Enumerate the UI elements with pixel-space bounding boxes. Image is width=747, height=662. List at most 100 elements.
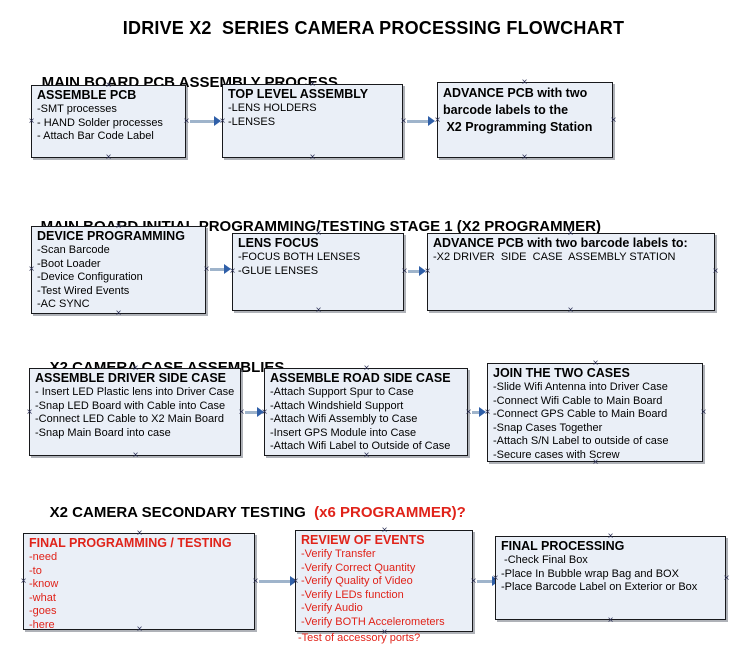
- box-header: ADVANCE PCB with two: [443, 86, 588, 100]
- box-item: -Connect LED Cable to X2 Main Board: [35, 413, 224, 426]
- box-lens-focus[interactable]: LENS FOCUS -FOCUS BOTH LENSES -GLUE LENS…: [232, 233, 404, 311]
- box-item: -Attach Windshield Support: [270, 399, 404, 412]
- box-item: -Verify Quality of Video: [301, 575, 413, 588]
- box-final-programming-testing[interactable]: FINAL PROGRAMMING / TESTING -need -to -k…: [23, 533, 255, 630]
- connector-arrow-4: [408, 270, 421, 273]
- arrowhead-icon: [428, 116, 435, 126]
- box-item: -Connect GPS Cable to Main Board: [493, 408, 668, 421]
- connection-point: [483, 408, 492, 417]
- box-header: FINAL PROGRAMMING / TESTING: [29, 536, 232, 550]
- box-header-line2: barcode labels to the: [443, 103, 569, 117]
- connection-point: [566, 306, 575, 315]
- connection-point: [609, 116, 618, 125]
- section-heading-4-red-text: (x6 PROGRAMMER)?: [309, 504, 466, 521]
- box-item: -Verify BOTH Accelerometers: [301, 615, 445, 628]
- box-item: -Snap LED Board with Cable into Case: [35, 399, 226, 412]
- box-item: -GLUE LENSES: [238, 264, 319, 277]
- box-header: FINAL PROCESSING: [501, 539, 625, 553]
- connection-point: [131, 451, 140, 460]
- connection-point: [362, 364, 371, 373]
- box-item: -Slide Wifi Antenna into Driver Case: [493, 381, 668, 393]
- connection-point: [591, 359, 600, 368]
- connection-point: [308, 80, 317, 89]
- box-header: LENS FOCUS: [238, 236, 319, 250]
- connection-point: [566, 229, 575, 238]
- box-item: -SMT processes: [37, 103, 117, 115]
- connection-point: [114, 309, 123, 318]
- box-item: -Device Configuration: [37, 271, 143, 284]
- box-item: -Scan Barcode: [37, 244, 110, 256]
- connection-point: [520, 153, 529, 162]
- box-item: -Snap Cases Together: [493, 421, 603, 434]
- connector-arrow-8: [477, 580, 494, 583]
- box-item: -Verify Audio: [301, 602, 363, 615]
- box-item: -what: [29, 591, 56, 604]
- box-item: -know: [29, 578, 59, 591]
- box-item: -Connect Wifi Cable to Main Board: [493, 394, 663, 407]
- box-item: -X2 DRIVER SIDE CASE ASSEMBLY STATION: [433, 251, 676, 263]
- box-assemble-road-side-case[interactable]: ASSEMBLE ROAD SIDE CASE -Attach Support …: [264, 368, 468, 456]
- section-heading-4-text: X2 CAMERA SECONDARY TESTING: [49, 504, 310, 521]
- connection-point: [260, 408, 269, 417]
- connection-point: [228, 267, 237, 276]
- box-item: -to: [29, 564, 42, 577]
- box-review-of-events[interactable]: REVIEW OF EVENTS -Verify Transfer -Verif…: [295, 530, 473, 632]
- box-item: -Attach Wifi Assembly to Case: [270, 413, 418, 426]
- connection-point: [27, 117, 36, 126]
- box-join-the-two-cases[interactable]: JOIN THE TWO CASES -Slide Wifi Antenna i…: [487, 363, 703, 462]
- box-header: REVIEW OF EVENTS: [301, 533, 425, 547]
- connection-point: [491, 574, 500, 583]
- connection-point: [104, 153, 113, 162]
- connection-point: [433, 116, 442, 125]
- box-item: -Snap Main Board into case: [35, 426, 171, 439]
- box-item: -Attach S/N Label to outside of case: [493, 435, 669, 448]
- connection-point: [135, 529, 144, 538]
- connection-point: [606, 532, 615, 541]
- connection-point: [218, 117, 227, 126]
- box-header: ASSEMBLE ROAD SIDE CASE: [270, 371, 451, 385]
- box-item: -FOCUS BOTH LENSES: [238, 251, 361, 263]
- box-assemble-pcb[interactable]: ASSEMBLE PCB -SMT processes - HAND Solde…: [31, 85, 186, 158]
- section-heading-4: X2 CAMERA SECONDARY TESTING (x6 PROGRAMM…: [33, 487, 466, 538]
- connector-arrow-2: [407, 120, 430, 123]
- connection-point: [135, 625, 144, 634]
- box-item: -goes: [29, 605, 57, 618]
- connector-arrow-6: [472, 411, 482, 414]
- box-item: -LENSES: [228, 115, 276, 128]
- box-device-programming[interactable]: DEVICE PROGRAMMING -Scan Barcode -Boot L…: [31, 226, 206, 314]
- box-item: -LENS HOLDERS: [228, 102, 317, 114]
- connection-point: [314, 306, 323, 315]
- box-item: -Place In Bubble wrap Bag and BOX: [501, 567, 679, 580]
- box-advance-pcb-station[interactable]: ADVANCE PCB with two barcode labels to t…: [437, 82, 613, 158]
- box-final-processing[interactable]: FINAL PROCESSING -Check Final Box -Place…: [495, 536, 726, 620]
- box-header: TOP LEVEL ASSEMBLY: [228, 87, 369, 101]
- box-header-line3: X2 Programming Station: [443, 120, 593, 134]
- box-item: -need: [29, 551, 58, 563]
- connection-point: [711, 267, 720, 276]
- connection-point: [591, 458, 600, 467]
- box-item: -Verify Transfer: [301, 548, 376, 560]
- connection-point: [380, 526, 389, 535]
- connector-arrow-5: [245, 411, 259, 414]
- box-advance-pcb-driver-side[interactable]: ADVANCE PCB with two barcode labels to: …: [427, 233, 715, 311]
- connection-point: [520, 78, 529, 87]
- box-item: -Verify Correct Quantity: [301, 561, 416, 574]
- box-item: - Attach Bar Code Label: [37, 130, 154, 143]
- connection-point: [19, 577, 28, 586]
- box-header: ASSEMBLE PCB: [37, 88, 137, 102]
- connection-point: [606, 616, 615, 625]
- box-header: JOIN THE TWO CASES: [493, 366, 630, 380]
- connection-point: [131, 364, 140, 373]
- box-item: -AC SYNC: [37, 298, 90, 311]
- box-item: -here: [29, 618, 55, 630]
- connection-point: [25, 408, 34, 417]
- box-item: -Check Final Box: [501, 554, 588, 566]
- box-assemble-driver-side-case[interactable]: ASSEMBLE DRIVER SIDE CASE - Insert LED P…: [29, 368, 241, 456]
- page-title: IDRIVE X2 SERIES CAMERA PROCESSING FLOWC…: [122, 18, 625, 38]
- box-item: - Insert LED Plastic lens into Driver Ca…: [35, 386, 235, 398]
- box-top-level-assembly[interactable]: TOP LEVEL ASSEMBLY -LENS HOLDERS -LENSES: [222, 84, 403, 158]
- box-item: - HAND Solder processes: [37, 116, 163, 129]
- connector-arrow-1: [190, 120, 216, 123]
- connection-point: [380, 628, 389, 637]
